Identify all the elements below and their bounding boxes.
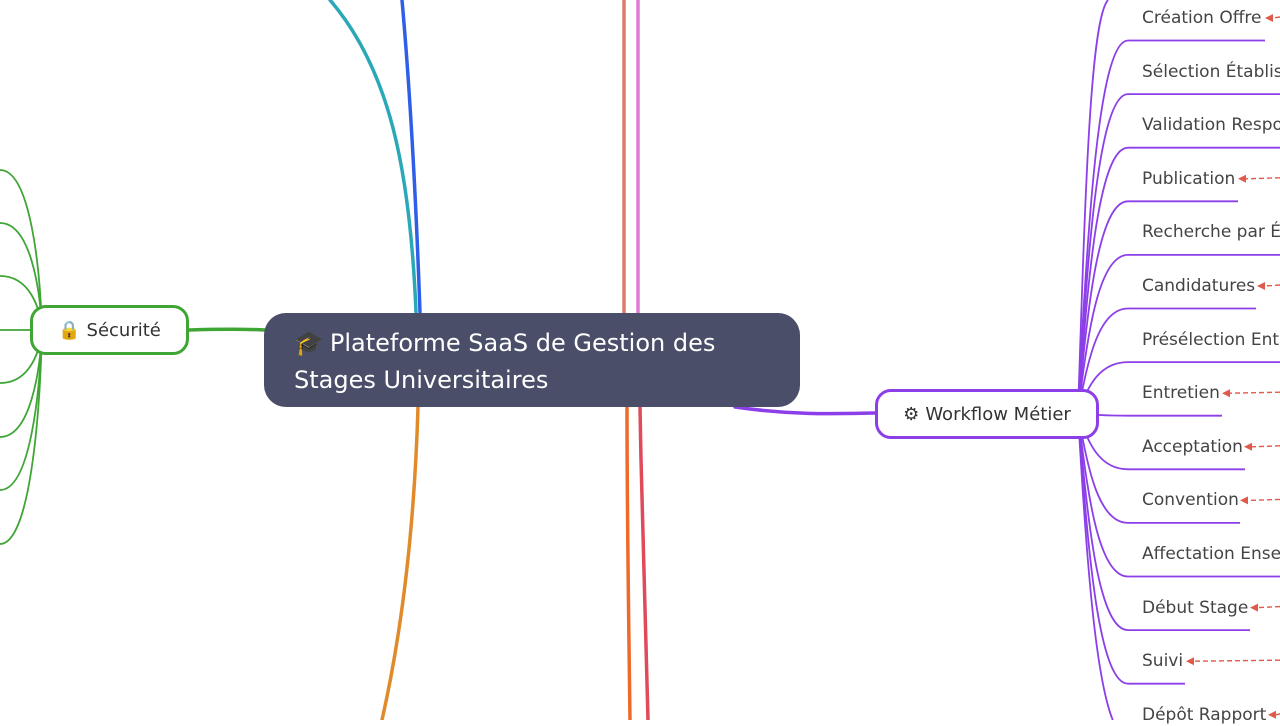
workflow-leaf-connector (1077, 93, 1280, 414)
dependency-arrowhead (1240, 496, 1248, 505)
securite-child-connector (0, 169, 43, 331)
workflow-leaf-connector (1077, 200, 1238, 414)
dependency-arrow-line (1193, 659, 1280, 662)
root-title-line-1: Plateforme SaaS de Gestion des (329, 329, 716, 357)
dependency-arrow-line (1264, 284, 1280, 287)
edge-crimson (638, 405, 650, 720)
workflow-leaf-connector (1077, 254, 1280, 414)
branch-securite[interactable]: 🔒Sécurité (30, 305, 189, 355)
edge-orange (380, 405, 420, 720)
workflow-step[interactable]: Convention (1142, 490, 1239, 511)
workflow-step[interactable]: Affectation Ense (1142, 544, 1280, 564)
dependency-arrow-line (1275, 713, 1280, 716)
workflow-step[interactable]: Publication (1142, 168, 1236, 189)
dependency-arrow-line (1247, 498, 1280, 502)
branch-workflow-label: Workflow Métier (925, 403, 1071, 425)
workflow-step[interactable]: Acceptation (1142, 436, 1243, 457)
lock-icon: 🔒 (58, 319, 81, 341)
workflow-step[interactable]: Candidatures (1142, 276, 1256, 296)
workflow-step[interactable]: Dépôt Rapport (1142, 704, 1267, 725)
workflow-leaf-connector (1077, 412, 1222, 417)
workflow-leaf-connector (1077, 146, 1280, 414)
root-topic[interactable]: 🎓Plateforme SaaS de Gestion des Stages U… (264, 313, 800, 407)
workflow-leaf-connector (1077, 412, 1280, 578)
gear-icon: ⚙ (903, 403, 920, 425)
dependency-arrowhead (1268, 710, 1276, 719)
edge-blue (400, 0, 422, 314)
edge-red-orange (625, 405, 632, 720)
dependency-arrow-line (1257, 605, 1280, 609)
workflow-step[interactable]: Validation Respo (1142, 115, 1280, 136)
edge-securite (187, 327, 268, 332)
workflow-step[interactable]: Entretien (1142, 383, 1220, 404)
workflow-step[interactable]: Création Offre (1142, 8, 1262, 28)
dependency-arrowhead (1238, 174, 1246, 183)
dependency-arrow-line (1272, 16, 1280, 19)
root-title-line-2: Stages Universitaires (294, 366, 549, 394)
edge-teal (328, 0, 418, 314)
dependency-arrow-line (1229, 391, 1280, 394)
workflow-step[interactable]: Début Stage (1142, 597, 1249, 618)
dependency-arrowhead (1186, 657, 1194, 666)
workflow-step[interactable]: Présélection Entr (1142, 329, 1280, 350)
securite-child-connector (0, 329, 43, 545)
dependency-arrow-line (1245, 177, 1280, 180)
dependency-arrowhead (1250, 603, 1258, 612)
workflow-leaf-connector (1077, 412, 1114, 720)
branch-workflow-metier[interactable]: ⚙Workflow Métier (875, 389, 1099, 439)
dependency-arrows (1186, 14, 1280, 719)
branch-securite-label: Sécurité (86, 319, 161, 341)
dependency-arrowhead (1265, 14, 1273, 22)
workflow-step[interactable]: Sélection Établis (1142, 61, 1280, 82)
workflow-leaf-connector (1077, 0, 1109, 414)
workflow-step[interactable]: Recherche par É (1142, 222, 1280, 243)
dependency-arrowhead (1244, 442, 1252, 451)
graduation-cap-icon: 🎓 (294, 329, 324, 357)
dependency-arrow-line (1251, 445, 1280, 448)
edge-workflow (733, 405, 879, 416)
dependency-arrowhead (1257, 282, 1265, 290)
dependency-arrowhead (1222, 389, 1230, 398)
workflow-step[interactable]: Suivi (1142, 651, 1184, 672)
